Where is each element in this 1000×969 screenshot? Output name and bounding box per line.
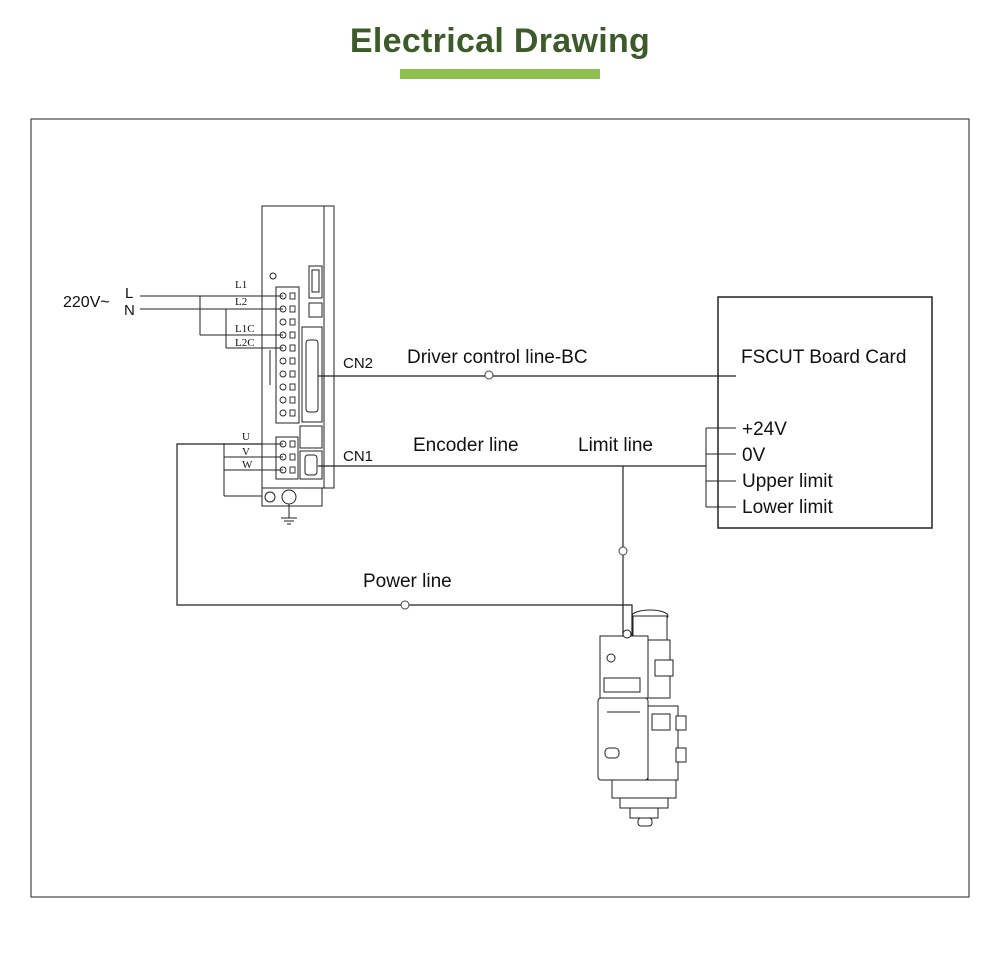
v-label: V (242, 446, 250, 458)
fscut-board-card (717, 296, 933, 529)
l-label: L (125, 285, 133, 302)
ground-icon (281, 504, 297, 525)
l2-label: L2 (235, 296, 247, 308)
board-pin-wires (705, 427, 736, 508)
pin-24v: +24V (742, 419, 787, 440)
title-underline (400, 69, 600, 79)
diagram-frame (30, 118, 970, 898)
encoder-line-label: Encoder line (413, 435, 519, 456)
cn2-label: CN2 (343, 355, 373, 372)
power-line-marker (400, 600, 410, 610)
l2c-label: L2C (235, 337, 255, 349)
driver-control-line-label: Driver control line-BC (407, 347, 588, 368)
terminal-screws (279, 292, 296, 474)
u-label: U (242, 431, 250, 443)
power-line-wire (176, 443, 633, 640)
page-title: Electrical Drawing (349, 22, 651, 60)
laser-cutting-head (597, 609, 687, 827)
limit-line-label: Limit line (578, 435, 653, 456)
pin-upper-limit: Upper limit (742, 471, 834, 492)
servo-driver (261, 205, 335, 507)
voltage-label: 220V~ (63, 294, 110, 311)
limit-line-marker (618, 546, 628, 556)
n-label: N (124, 302, 135, 319)
board-title: FSCUT Board Card (741, 347, 906, 368)
l1-label: L1 (235, 279, 247, 291)
l1c-label: L1C (235, 323, 255, 335)
pin-0v: 0V (742, 445, 766, 466)
power-line-label: Power line (363, 571, 452, 592)
pin-lower-limit: Lower limit (742, 497, 834, 518)
w-label: W (242, 459, 253, 471)
cn1-label: CN1 (343, 448, 373, 465)
power-input-wires (140, 295, 283, 349)
driver-control-marker (484, 370, 494, 380)
